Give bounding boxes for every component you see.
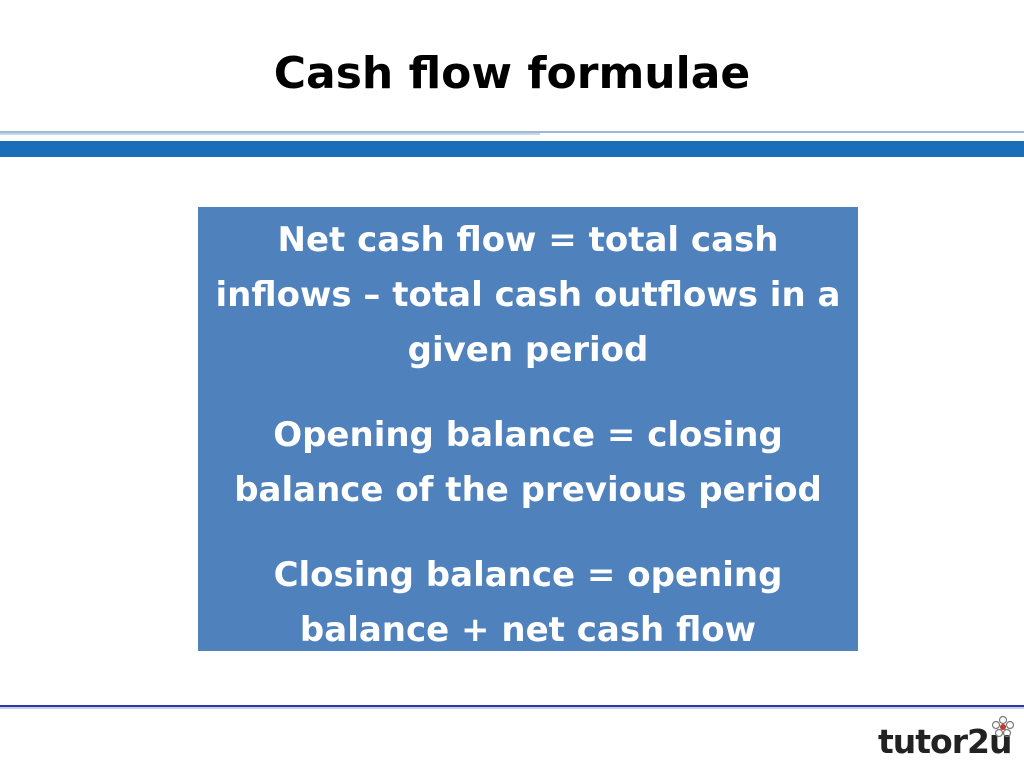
header-divider-thin (0, 131, 1024, 133)
footer-divider-shade (0, 707, 1024, 709)
header-divider-bar (0, 141, 1024, 157)
formula-net-cash-flow: Net cash flow = total cash inflows – tot… (215, 220, 841, 370)
footer-divider (0, 705, 1024, 707)
slide-title: Cash flow formulae (273, 48, 751, 99)
logo-text: tutor2u (878, 722, 1012, 761)
formula-opening-balance: Opening balance = closing balance of the… (234, 415, 822, 510)
flower-icon (991, 715, 1015, 738)
header-divider-highlight (0, 133, 540, 135)
tutor2u-logo: tutor2u (878, 714, 1018, 762)
formula-box: Net cash flow = total cash inflows – tot… (198, 207, 858, 651)
formula-closing-balance: Closing balance = opening balance + net … (273, 555, 783, 650)
